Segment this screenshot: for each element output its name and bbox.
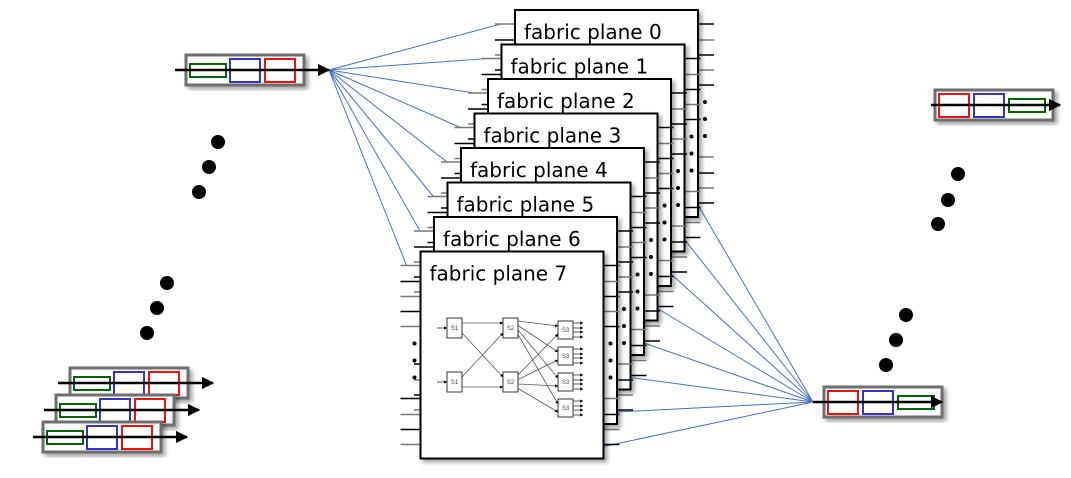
fabric-plane-7: fabric plane 7 xyxy=(400,250,620,460)
ellipsis-dot xyxy=(192,185,206,199)
output-link-line xyxy=(684,239,814,403)
ellipsis-dot xyxy=(140,326,154,340)
port-ellipsis-dot xyxy=(635,272,640,277)
stage-2-switch xyxy=(502,317,519,339)
ellipsis-dot xyxy=(941,193,955,207)
stage-3-switch-label: S3 xyxy=(562,406,570,412)
output-link-line xyxy=(657,308,814,403)
stage-wire xyxy=(461,332,504,378)
port-ellipsis-dot xyxy=(676,203,680,207)
output-link-line xyxy=(697,204,814,403)
fabric-plane-label: fabric plane 0 xyxy=(524,20,662,44)
input-queue xyxy=(33,420,189,454)
stage-3-switch-label: S3 xyxy=(562,380,570,386)
fabric-plane-label: fabric plane 1 xyxy=(511,55,649,79)
stage-wire xyxy=(517,320,559,328)
port-ellipsis-dot xyxy=(649,255,653,259)
input-queue xyxy=(175,53,331,87)
port-ellipsis-dot xyxy=(608,358,613,363)
ellipsis-dot xyxy=(931,217,945,231)
stage-2-switch-label: S2 xyxy=(507,380,515,386)
output-link-line xyxy=(630,377,814,403)
input-link-line xyxy=(328,69,407,266)
port-ellipsis-dot xyxy=(703,117,707,121)
port-ellipsis-dot xyxy=(608,375,613,380)
stage-wire xyxy=(517,359,559,380)
input-link-line xyxy=(328,69,448,163)
stage-2-switch-label: S2 xyxy=(507,326,515,332)
stage-wire xyxy=(517,388,559,413)
port-ellipsis-dot xyxy=(622,307,626,311)
port-ellipsis-dot xyxy=(689,168,694,173)
output-queue xyxy=(813,385,944,419)
stage-1-switch-label: S1 xyxy=(451,380,459,386)
port-ellipsis-dot xyxy=(622,324,626,328)
stage-1-switch xyxy=(446,317,463,339)
port-ellipsis-dot xyxy=(412,341,417,346)
stage-wire xyxy=(517,325,559,353)
input-link-line xyxy=(328,69,434,197)
port-ellipsis-dot xyxy=(635,306,640,311)
fabric-plane-label: fabric plane 4 xyxy=(470,158,608,182)
ellipsis-dots xyxy=(140,135,965,372)
ellipsis-dot xyxy=(160,276,174,290)
port-ellipsis-dot xyxy=(703,134,707,138)
output-queue xyxy=(931,88,1062,122)
stage-3-switch xyxy=(557,346,574,366)
fabric-plane-label: fabric plane 5 xyxy=(457,193,595,217)
fabric-plane-label: fabric plane 2 xyxy=(497,89,635,113)
stage-1-switch-label: S1 xyxy=(451,326,459,332)
output-link-line xyxy=(616,401,814,413)
ellipsis-dot xyxy=(951,167,965,181)
input-link-line xyxy=(328,69,475,94)
port-ellipsis-dot xyxy=(689,134,694,139)
stage-3-switch-label: S3 xyxy=(562,354,570,360)
port-ellipsis-dot xyxy=(662,203,667,208)
ellipsis-dot xyxy=(879,358,893,372)
port-ellipsis-dot xyxy=(689,151,694,156)
input-link-line xyxy=(328,69,461,128)
port-ellipsis-dot xyxy=(676,186,680,190)
fabric-planes: fabric plane 0 fabric plane 1 fabric plane… xyxy=(400,9,714,460)
ellipsis-dot xyxy=(150,301,164,315)
port-ellipsis-dot xyxy=(622,341,626,345)
stage-3-switch xyxy=(557,320,574,340)
input-link-line xyxy=(328,58,488,71)
port-ellipsis-dot xyxy=(662,237,667,242)
input-link-line xyxy=(328,69,421,232)
ellipsis-dot xyxy=(899,308,913,322)
queues xyxy=(33,53,1062,454)
fabric-plane-label: fabric plane 3 xyxy=(484,124,622,148)
port-ellipsis-dot xyxy=(649,272,653,276)
port-ellipsis-dot xyxy=(649,238,653,242)
port-ellipsis-dot xyxy=(635,289,640,294)
output-link-line xyxy=(603,401,814,447)
link-lines xyxy=(328,23,814,447)
stage-wire xyxy=(517,383,559,388)
stage-1-switch xyxy=(446,371,463,393)
ellipsis-dot xyxy=(211,135,225,149)
output-link-line xyxy=(643,342,814,403)
input-link-line xyxy=(328,23,502,71)
ellipsis-dot xyxy=(889,333,903,347)
port-ellipsis-dot xyxy=(662,220,667,225)
fabric-plane-label: fabric plane 7 xyxy=(430,262,568,286)
stage-3-switch-label: S3 xyxy=(562,328,570,334)
port-ellipsis-dot xyxy=(412,358,417,363)
stage-2-switch xyxy=(502,371,519,393)
port-ellipsis-dot xyxy=(703,100,707,104)
port-ellipsis-dot xyxy=(608,341,613,346)
ellipsis-dot xyxy=(202,160,216,174)
port-ellipsis-dot xyxy=(676,169,680,173)
output-link-line xyxy=(670,273,814,403)
stage-wire xyxy=(517,333,559,376)
stage-3-switch xyxy=(557,398,574,418)
fabric-plane-label: fabric plane 6 xyxy=(443,227,581,251)
stage-wire xyxy=(517,334,559,405)
stage-3-switch xyxy=(557,372,574,392)
port-ellipsis-dot xyxy=(412,375,417,380)
